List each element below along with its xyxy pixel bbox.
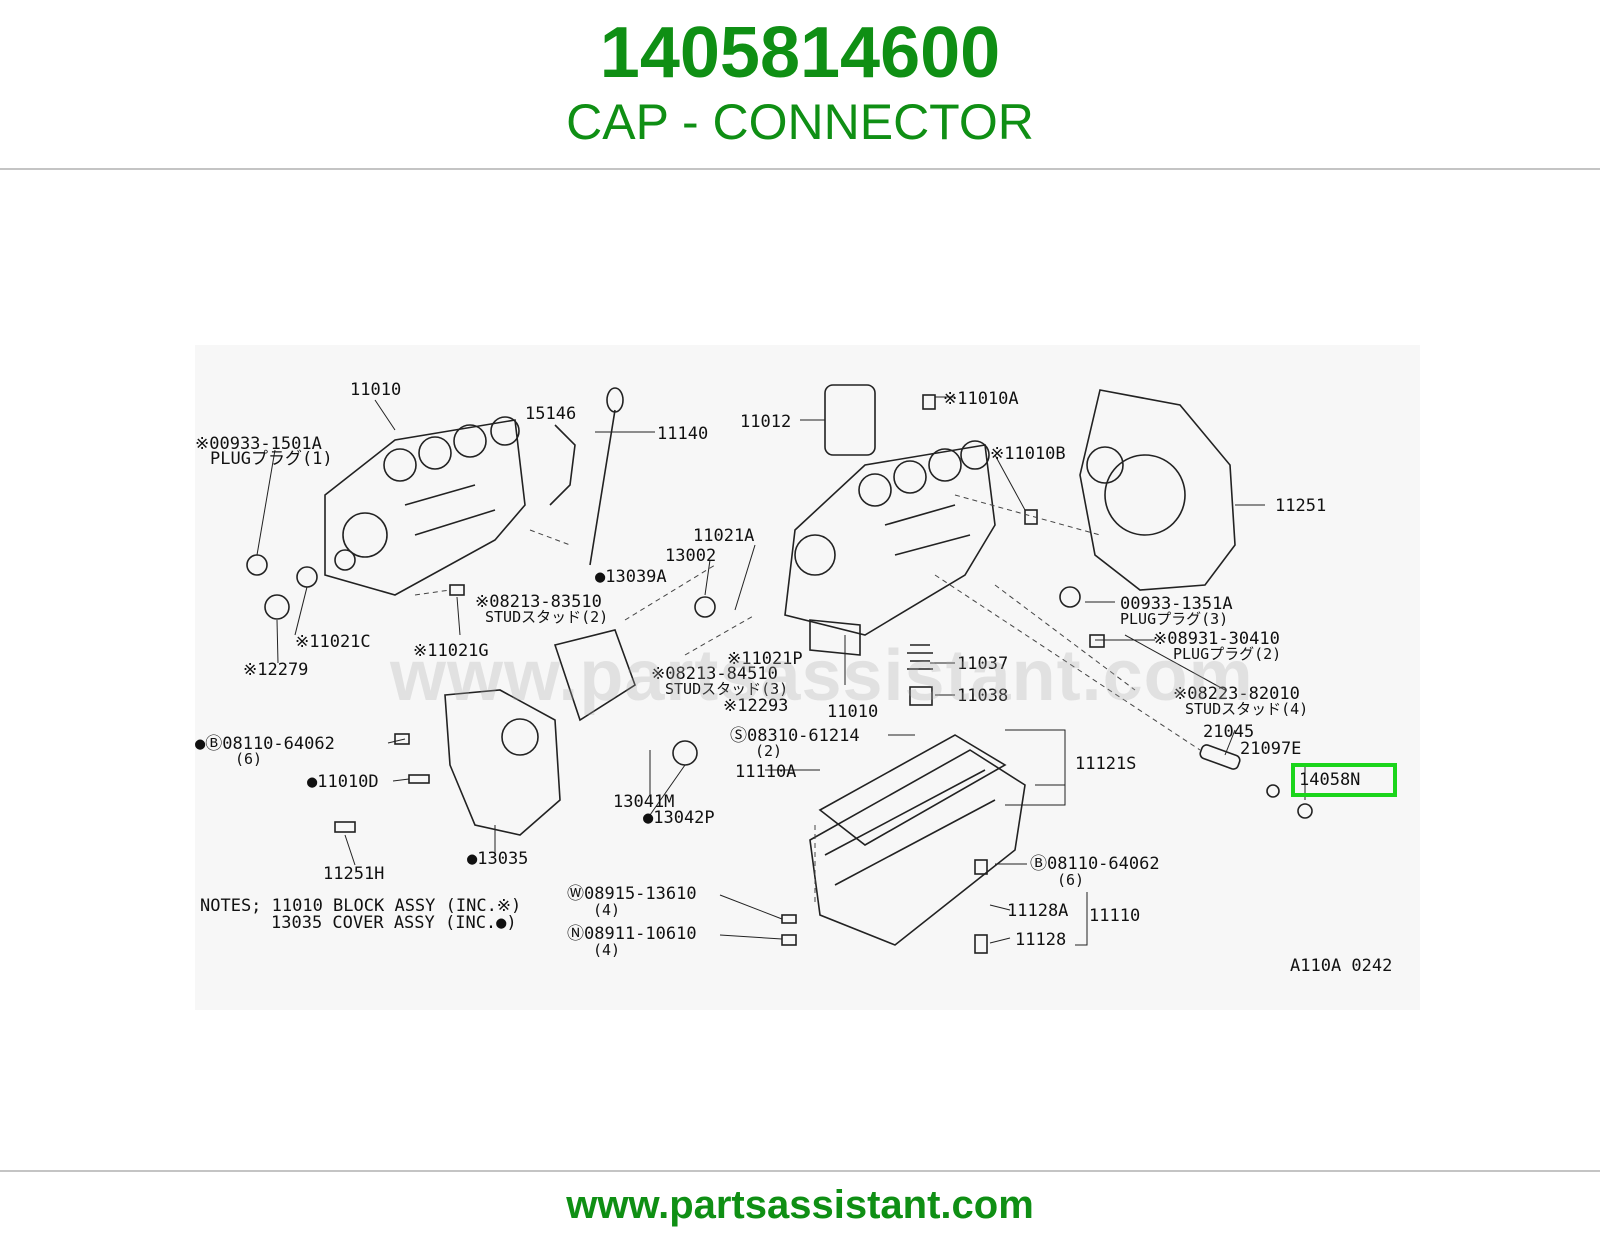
label-11012: 11012 <box>740 412 792 432</box>
connector-tube <box>1199 744 1241 770</box>
label-21097e: 21097E <box>1240 739 1302 759</box>
label-13002: 13002 <box>665 546 717 566</box>
label-11128a: 11128A <box>1007 901 1069 921</box>
part-number: 1405814600 <box>599 13 1001 93</box>
label-11140: 11140 <box>657 424 709 444</box>
label-21045: 21045 <box>1203 722 1255 742</box>
label-13042p: ●13042P <box>643 808 715 828</box>
label-08110-64062-right-sub: (6) <box>1057 871 1085 889</box>
label-11010-mid: 11010 <box>827 702 879 722</box>
label-11038: 11038 <box>957 686 1009 706</box>
highlighted-part-label[interactable]: 14058N <box>1299 770 1361 790</box>
rear-plate <box>1079 389 1236 591</box>
label-13035: ●13035 <box>467 849 529 869</box>
label-08213-83510: ※08213-83510 <box>475 592 602 612</box>
label-12293: ※12293 <box>723 696 789 716</box>
label-00933-1501a-sub: PLUGプラグ(1) <box>210 449 333 469</box>
label-11037: 11037 <box>957 654 1009 674</box>
parts-diagram: 11010 ※00933-1501A PLUGプラグ(1) 15146 1114… <box>195 345 1420 1010</box>
label-15146: 15146 <box>525 404 577 424</box>
timing-cover <box>444 689 561 836</box>
label-11021g: ※11021G <box>413 641 489 661</box>
label-11251h: 11251H <box>323 864 385 884</box>
label-13039a: ●13039A <box>595 567 667 587</box>
label-00933-1351a: 00933-1351A <box>1120 594 1233 614</box>
label-11010d: ●11010D <box>307 772 379 792</box>
label-11010a: ※11010A <box>943 389 1019 409</box>
label-08310-61214-sub: (2) <box>755 742 783 760</box>
label-08931-30410: ※08931-30410 <box>1153 629 1280 649</box>
diagram-code: A110A 0242 <box>1290 956 1393 976</box>
engine-block-left <box>324 419 526 596</box>
dipstick <box>589 409 616 566</box>
diagram-note-1: NOTES; 11010 BLOCK ASSY (INC.※) <box>200 896 522 916</box>
label-08110-64062-left-sub: (6) <box>235 750 263 768</box>
label-00933-1351a-sub: PLUGプラグ(3) <box>1120 610 1229 628</box>
label-11010: 11010 <box>350 380 402 400</box>
label-11021a: 11021A <box>693 526 755 546</box>
label-13041m: 13041M <box>613 792 675 812</box>
label-11251: 11251 <box>1275 496 1327 516</box>
label-08213-84510-sub: STUDスタッド(3) <box>665 680 789 698</box>
label-11110a: 11110A <box>735 762 797 782</box>
watermark: www.partsassistant.com <box>390 636 1254 716</box>
label-08110-64062-right: Ⓑ08110-64062 <box>1030 854 1160 874</box>
label-11110: 11110 <box>1089 906 1141 926</box>
oil-pan <box>809 749 1026 946</box>
page-header: 1405814600 CAP - CONNECTOR <box>0 0 1600 170</box>
header-divider <box>0 168 1600 170</box>
label-08310-61214: Ⓢ08310-61214 <box>730 726 860 746</box>
label-08915-13610-sub: (4) <box>593 901 621 919</box>
label-11010b: ※11010B <box>990 444 1066 464</box>
label-11021p: ※11021P <box>727 649 803 669</box>
label-08213-83510-sub: STUDスタッド(2) <box>485 608 609 626</box>
label-11128: 11128 <box>1015 930 1067 950</box>
highlighted-part-box[interactable] <box>1291 763 1397 797</box>
diagram-drawing <box>246 384 1313 954</box>
label-08223-82010-sub: STUDスタッド(4) <box>1185 700 1309 718</box>
label-11121s: 11121S <box>1075 754 1137 774</box>
cylinder-liner <box>824 384 876 456</box>
label-08213-84510: ※08213-84510 <box>651 664 778 684</box>
label-08911-10610-sub: (4) <box>593 941 621 959</box>
engine-block-right <box>784 444 996 636</box>
part-name: CAP - CONNECTOR <box>566 94 1034 150</box>
diagram-note-2: 13035 COVER ASSY (INC.●) <box>271 913 517 933</box>
label-08223-82010: ※08223-82010 <box>1173 684 1300 704</box>
footer-website-link[interactable]: www.partsassistant.com <box>566 1183 1034 1227</box>
label-11021c: ※11021C <box>295 632 371 652</box>
oil-pan-gasket <box>818 734 1007 846</box>
label-08911-10610: Ⓝ08911-10610 <box>567 924 697 944</box>
label-08110-64062-left: ●Ⓑ08110-64062 <box>195 734 335 754</box>
label-08915-13610: Ⓦ08915-13610 <box>567 884 697 904</box>
label-08931-30410-sub: PLUGプラグ(2) <box>1173 645 1282 663</box>
footer-divider <box>0 1170 1600 1172</box>
label-00933-1501a: ※00933-1501A <box>195 434 322 454</box>
label-12279: ※12279 <box>243 660 309 680</box>
